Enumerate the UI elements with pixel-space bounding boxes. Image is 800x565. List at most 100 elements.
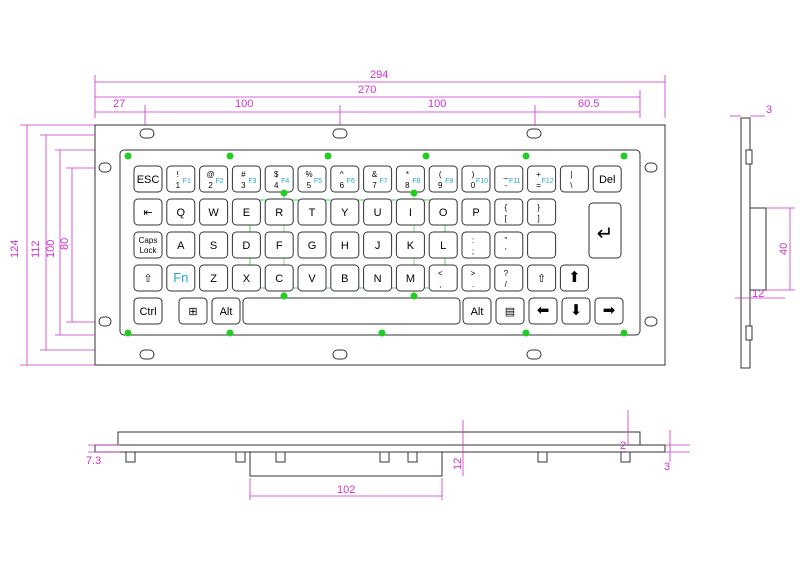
key-cap [428,198,458,226]
key-label: 7 [372,181,377,190]
key-i[interactable]: I [395,198,425,226]
key-up[interactable]: ⬆ [559,264,589,292]
key-fn[interactable]: Fn [166,264,196,292]
key-cap [495,297,525,325]
key-label: 6 [340,181,345,190]
key-quote[interactable]: "' [494,231,524,259]
key-period[interactable]: >. [461,264,491,292]
dim-right-span: 60.5 [578,98,599,110]
key-g[interactable]: G [297,231,327,259]
key-m[interactable]: M [395,264,425,292]
key-x[interactable]: X [231,264,261,292]
key-shift-label: | [570,170,572,179]
key-shift-label: : [472,236,474,245]
key-label: M [406,273,415,285]
key-label: F [276,240,283,252]
key-minus[interactable]: _-F11 [494,165,524,193]
key-rbracket[interactable]: }] [527,198,557,226]
key-v[interactable]: V [297,264,327,292]
key-right[interactable]: ➡ [594,297,624,325]
key-alt[interactable]: Alt [211,297,241,325]
key-semicolon[interactable]: :; [461,231,491,259]
key-esc[interactable]: ESC [133,165,163,193]
key-e[interactable]: E [231,198,261,226]
key-cap [242,297,461,325]
key-h[interactable]: H [330,231,360,259]
key-o[interactable]: O [428,198,458,226]
key-slash[interactable]: ?/ [494,264,524,292]
key-cap [133,198,163,226]
key-cap [133,165,163,193]
key-cap [330,231,360,259]
key-label: 2 [208,181,213,190]
key-fn-label: F3 [248,178,256,185]
key-label: 3 [241,181,246,190]
key-lshift[interactable]: ⇧ [133,264,163,292]
key-space[interactable] [242,297,461,325]
key-cap [494,231,524,259]
key-j[interactable]: J [363,231,393,259]
key-cap [297,198,327,226]
key-r[interactable]: R [264,198,294,226]
key-k[interactable]: K [395,231,425,259]
key-cap [527,165,557,193]
key-f[interactable]: F [264,231,294,259]
key-d[interactable]: D [231,231,261,259]
key-down[interactable]: ⬇ [561,297,591,325]
key-cap [199,231,229,259]
key-ralt[interactable]: Alt [462,297,492,325]
key-label: C [275,273,283,285]
key-cap [561,297,591,325]
key-del[interactable]: Del [592,165,622,193]
key-l[interactable]: L [428,231,458,259]
key-t[interactable]: T [297,198,327,226]
key-shift-label: ( [439,170,442,179]
key-z[interactable]: Z [199,264,229,292]
key-cap [133,264,163,292]
key-n[interactable]: N [363,264,393,292]
key-label: . [472,280,474,289]
key-q[interactable]: Q [166,198,196,226]
alignment-dot [378,329,386,337]
key-label: ' [505,247,507,256]
key-tab[interactable]: ⇤ [133,198,163,226]
key-win[interactable]: ⊞ [178,297,208,325]
key-c[interactable]: C [264,264,294,292]
alignment-dot [280,292,288,300]
key-menu[interactable]: ▤ [495,297,525,325]
key-equal[interactable]: +=F12 [527,165,557,193]
key-enter[interactable]: ↵ [588,202,622,259]
key-b[interactable]: B [330,264,360,292]
key-w[interactable]: W [199,198,229,226]
key-rshift[interactable]: ⇧ [527,264,557,292]
key-shift-label: ^ [340,170,344,179]
key-s[interactable]: S [199,231,229,259]
key-ctrl[interactable]: Ctrl [133,297,163,325]
key-label: D [242,240,250,252]
key-backslash[interactable]: |\ [559,165,589,193]
key-left[interactable]: ⬅ [528,297,558,325]
key-a[interactable]: A [166,231,196,259]
key-label: X [243,273,251,285]
key-shift-label: $ [274,170,279,179]
alignment-dot [522,152,530,160]
key-y[interactable]: Y [330,198,360,226]
key-blank[interactable] [527,231,557,259]
key-u[interactable]: U [363,198,393,226]
key-lbracket[interactable]: {[ [494,198,524,226]
key-cap [231,165,261,193]
key-comma[interactable]: <, [428,264,458,292]
key-p[interactable]: P [461,198,491,226]
